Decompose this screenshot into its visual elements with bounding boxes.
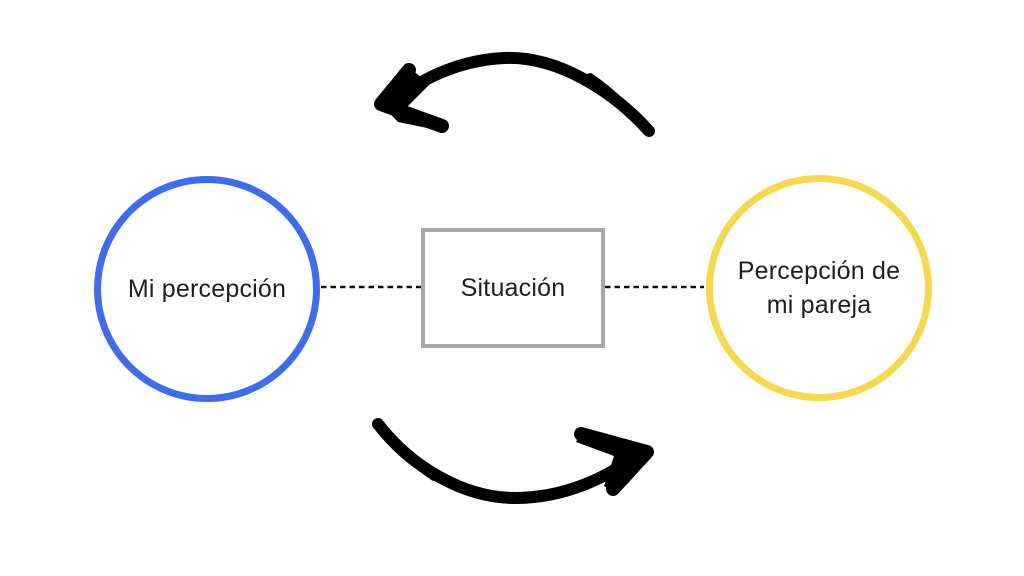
situation-node: Situación bbox=[421, 228, 605, 348]
my-perception-label: Mi percepción bbox=[127, 275, 287, 303]
partner-perception-label: Percepción de mi pareja bbox=[737, 257, 901, 319]
situation-label: Situación bbox=[460, 274, 566, 302]
top-curved-arrow-icon bbox=[374, 51, 655, 137]
bottom-curved-arrow-icon bbox=[372, 418, 654, 504]
partner-perception-node: Percepción de mi pareja bbox=[706, 175, 932, 401]
my-perception-node: Mi percepción bbox=[94, 176, 320, 402]
